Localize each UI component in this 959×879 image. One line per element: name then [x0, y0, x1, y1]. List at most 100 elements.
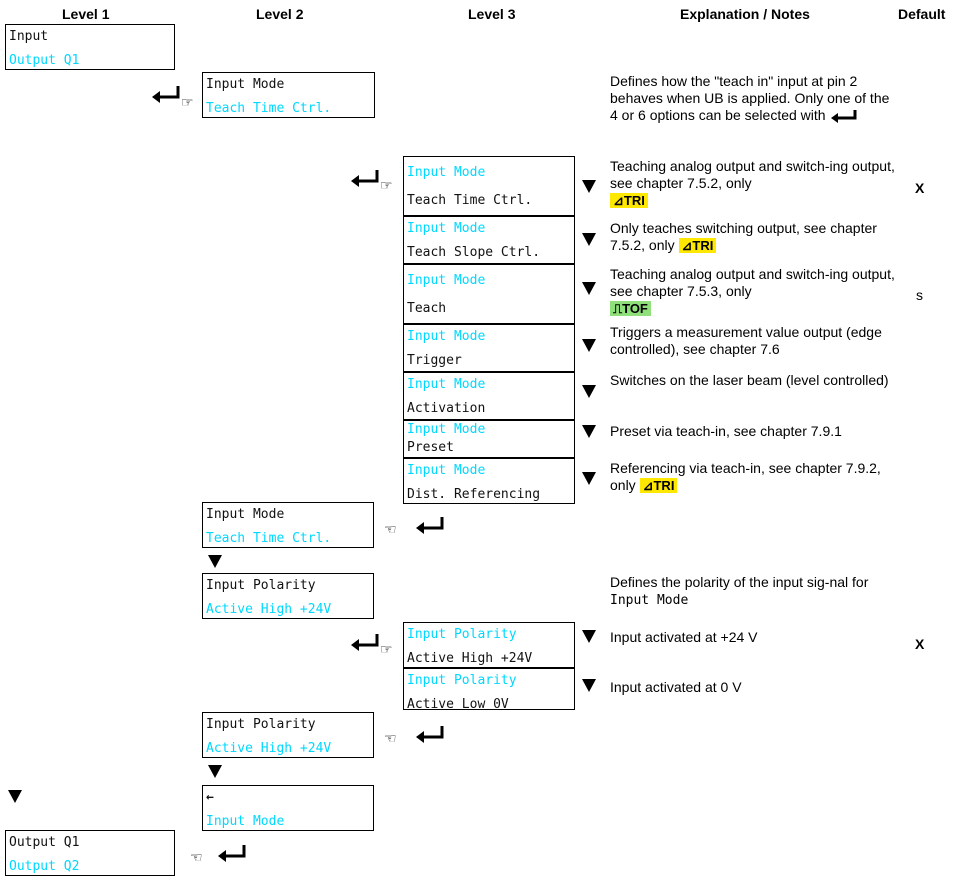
- tri-badge: ⊿TRI: [639, 478, 678, 493]
- down-triangle-icon: [582, 472, 596, 485]
- pointing-hand-icon: ☜: [384, 521, 397, 537]
- note-text: Preset via teach-in, see chapter 7.9.1: [610, 423, 842, 439]
- input-mode-description: Defines how the "teach in" input at pin …: [610, 73, 900, 124]
- level2-back-box[interactable]: ← Input Mode: [202, 785, 374, 831]
- down-triangle-icon: [582, 425, 596, 438]
- tof-badge: ⎍TOF: [610, 301, 651, 316]
- box-line2: Output Q1: [9, 53, 80, 68]
- box-line1: Input Polarity: [206, 717, 316, 732]
- enter-arrow-icon: [831, 110, 857, 124]
- default-marker: X: [915, 180, 925, 196]
- input-mode-option-trigger[interactable]: Input Mode Trigger: [403, 324, 575, 372]
- box-line2: Active High +24V: [206, 602, 332, 617]
- box-line1: Input Mode: [206, 507, 285, 522]
- option-note: Input activated at 0 V: [610, 679, 900, 696]
- default-marker: s: [916, 287, 923, 303]
- level1-input-box[interactable]: Input Output Q1: [5, 24, 175, 70]
- box-line2: Active High +24V: [206, 741, 332, 756]
- box-line1: Input Polarity: [407, 627, 517, 642]
- tri-badge: ⊿TRI: [678, 238, 717, 253]
- box-line1: Input Polarity: [206, 578, 316, 593]
- polarity-option-active-high[interactable]: Input Polarity Active High +24V: [403, 622, 575, 668]
- box-line1: Input Mode: [407, 273, 486, 288]
- input-mode-option-dist-referencing[interactable]: Input Mode Dist. Referencing: [403, 458, 575, 504]
- down-triangle-icon: [208, 765, 222, 778]
- down-triangle-icon: [582, 180, 596, 193]
- note-text: Teaching analog output and switch-ing ou…: [610, 266, 895, 299]
- note-text: Defines how the "teach in" input at pin …: [610, 73, 890, 123]
- down-triangle-icon: [582, 385, 596, 398]
- option-note: Preset via teach-in, see chapter 7.9.1: [610, 423, 900, 440]
- option-note: Referencing via teach-in, see chapter 7.…: [610, 460, 900, 494]
- box-line1: Input Mode: [407, 422, 486, 437]
- enter-arrow-icon: [416, 517, 444, 534]
- polarity-description: Defines the polarity of the input sig-na…: [610, 574, 900, 609]
- pointing-hand-icon: ☞: [380, 641, 393, 657]
- note-text: Teaching analog output and switch-ing ou…: [610, 158, 895, 191]
- box-line2: Active Low 0V: [407, 697, 509, 712]
- input-mode-option-teach-time-ctrl[interactable]: Input Mode Teach Time Ctrl.: [403, 156, 575, 216]
- note-text: Input activated at 0 V: [610, 679, 742, 695]
- down-triangle-icon: [208, 555, 222, 568]
- box-line2: Teach Time Ctrl.: [407, 193, 533, 208]
- enter-arrow-icon: [152, 86, 180, 103]
- box-line1: Input Mode: [407, 165, 486, 180]
- down-triangle-icon: [582, 679, 596, 692]
- down-triangle-icon: [582, 233, 596, 246]
- note-code: Input Mode: [610, 593, 689, 608]
- box-line2: Trigger: [407, 353, 462, 368]
- box-line2: Teach Slope Ctrl.: [407, 245, 541, 260]
- header-level3: Level 3: [468, 6, 516, 22]
- down-triangle-icon: [582, 339, 596, 352]
- note-text: Input activated at +24 V: [610, 629, 758, 645]
- down-triangle-icon: [582, 630, 596, 643]
- box-line2: Output Q2: [9, 859, 80, 874]
- option-note: Teaching analog output and switch-ing ou…: [610, 266, 900, 317]
- option-note: Triggers a measurement value output (edg…: [610, 324, 900, 358]
- header-level1: Level 1: [62, 6, 110, 22]
- level2-input-polarity-box[interactable]: Input Polarity Active High +24V: [202, 573, 374, 619]
- input-mode-option-teach[interactable]: Input Mode Teach: [403, 264, 575, 324]
- input-mode-option-teach-slope-ctrl[interactable]: Input Mode Teach Slope Ctrl.: [403, 216, 575, 264]
- box-line1: Output Q1: [9, 835, 80, 850]
- level2-input-mode-return-box[interactable]: Input Mode Teach Time Ctrl.: [202, 502, 374, 548]
- box-line1: Input Mode: [407, 329, 486, 344]
- option-note: Only teaches switching output, see chapt…: [610, 220, 900, 254]
- box-line2: Dist. Referencing: [407, 487, 541, 502]
- pointing-hand-icon: ☜: [384, 730, 397, 746]
- enter-arrow-icon: [351, 634, 379, 651]
- box-line1: Input Mode: [407, 221, 486, 236]
- box-line2: Teach: [407, 301, 447, 316]
- note-text: Switches on the laser beam (level contro…: [610, 372, 889, 388]
- tri-badge: ⊿TRI: [610, 193, 648, 208]
- box-line2: Teach Time Ctrl.: [206, 531, 332, 546]
- down-triangle-icon: [8, 790, 22, 803]
- option-note: Input activated at +24 V: [610, 629, 900, 646]
- input-mode-option-activation[interactable]: Input Mode Activation: [403, 372, 575, 420]
- note-text: Referencing via teach-in, see chapter 7.…: [610, 460, 881, 493]
- box-line1: Input Mode: [407, 377, 486, 392]
- box-line1: Input Mode: [206, 77, 285, 92]
- enter-arrow-icon: [416, 726, 444, 743]
- polarity-option-active-low[interactable]: Input Polarity Active Low 0V: [403, 668, 575, 712]
- box-line2: Active High +24V: [407, 651, 533, 666]
- header-level2: Level 2: [256, 6, 304, 22]
- box-line2: Teach Time Ctrl.: [206, 101, 332, 116]
- default-marker: X: [915, 636, 925, 652]
- level2-input-mode-box[interactable]: Input Mode Teach Time Ctrl.: [202, 72, 375, 118]
- enter-arrow-icon: [218, 845, 246, 862]
- down-triangle-icon: [582, 282, 596, 295]
- box-line1: Input: [9, 29, 49, 44]
- enter-arrow-icon: [351, 170, 379, 187]
- box-line2: Preset: [407, 440, 454, 455]
- pointing-hand-icon: ☞: [181, 94, 194, 110]
- level2-input-polarity-return-box[interactable]: Input Polarity Active High +24V: [202, 712, 374, 758]
- box-line2: Activation: [407, 401, 486, 416]
- level1-output-box[interactable]: Output Q1 Output Q2: [5, 830, 175, 876]
- input-mode-option-preset[interactable]: Input Mode Preset: [403, 420, 575, 458]
- pointing-hand-icon: ☞: [380, 177, 393, 193]
- box-line2: Input Mode: [206, 814, 285, 829]
- note-text: Triggers a measurement value output (edg…: [610, 324, 882, 357]
- pointing-hand-icon: ☜: [190, 849, 203, 865]
- note-text: Defines the polarity of the input sig-na…: [610, 574, 869, 590]
